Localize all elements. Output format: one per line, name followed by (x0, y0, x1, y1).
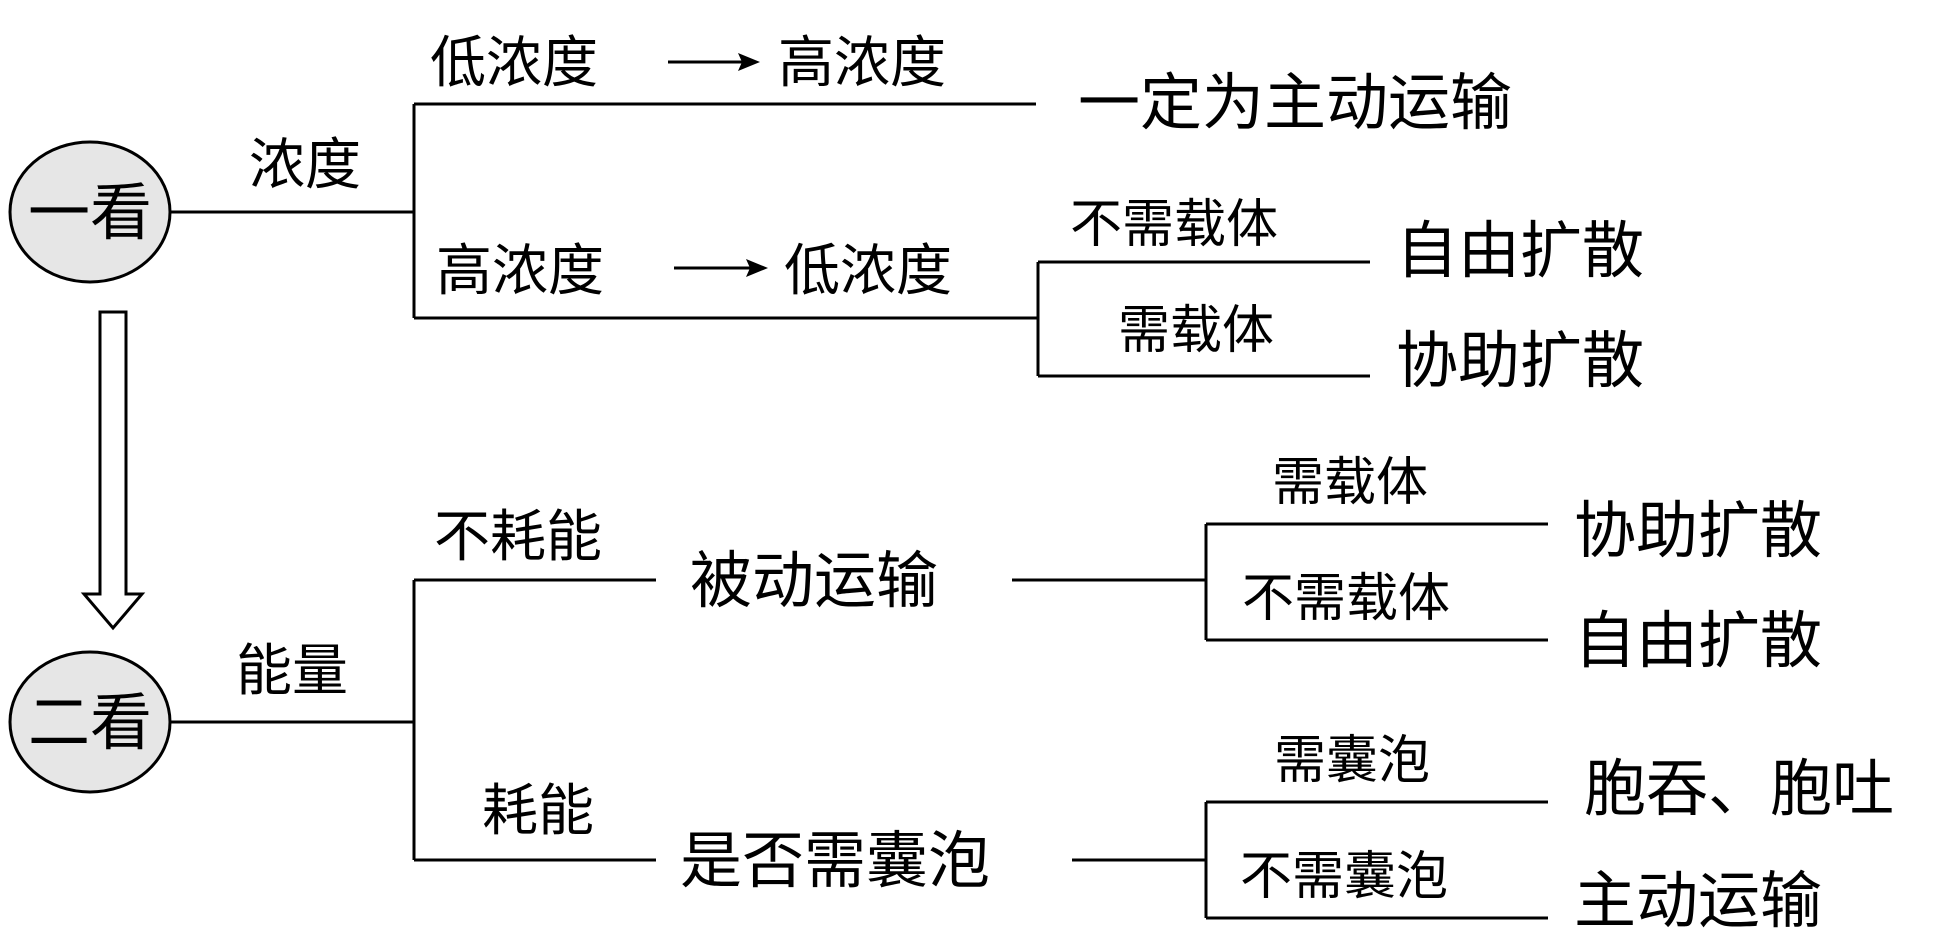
step2-vesicle-no-result: 主动运输 (1574, 864, 1822, 937)
step1-lower-from-label: 高浓度 (436, 239, 604, 304)
step1-upper-from-label: 低浓度 (430, 31, 598, 96)
step1-no-carrier-cond: 不需载体 (1070, 195, 1278, 255)
step1-criterion-label: 浓度 (249, 133, 361, 198)
step2-lower-label: 耗能 (482, 779, 594, 844)
step1-upper-to-label: 高浓度 (778, 31, 946, 96)
step1-upper-arrow-icon (668, 53, 760, 71)
step2-vesicle-yes-result: 胞吞、胞吐 (1584, 752, 1894, 825)
step1-no-carrier-result: 自由扩散 (1396, 214, 1644, 287)
step2-passive-no-carrier-result: 自由扩散 (1574, 604, 1822, 677)
step2-passive-carrier-result: 协助扩散 (1574, 494, 1822, 567)
step2-vesicle-yes-cond: 需囊泡 (1274, 731, 1430, 791)
step2-upper-label: 不耗能 (434, 505, 602, 570)
step1-lower-arrow-icon (674, 259, 768, 277)
step2-node-label: 二看 (28, 686, 152, 759)
step1-upper-result: 一定为主动运输 (1078, 66, 1512, 139)
step-transition-arrow-icon (80, 310, 146, 631)
step2-criterion-label: 能量 (236, 639, 348, 704)
step2-passive-node: 被动运输 (690, 544, 938, 617)
step2-vesicle-node: 是否需囊泡 (680, 824, 990, 897)
step2-passive-carrier-cond: 需载体 (1272, 453, 1428, 513)
step1-carrier-result: 协助扩散 (1396, 324, 1644, 397)
step2-vesicle-no-cond: 不需囊泡 (1240, 847, 1448, 907)
step2-passive-no-carrier-cond: 不需载体 (1242, 569, 1450, 629)
step1-node-label: 一看 (28, 176, 152, 249)
step1-carrier-cond: 需载体 (1118, 301, 1274, 361)
step1-lower-to-label: 低浓度 (784, 239, 952, 304)
